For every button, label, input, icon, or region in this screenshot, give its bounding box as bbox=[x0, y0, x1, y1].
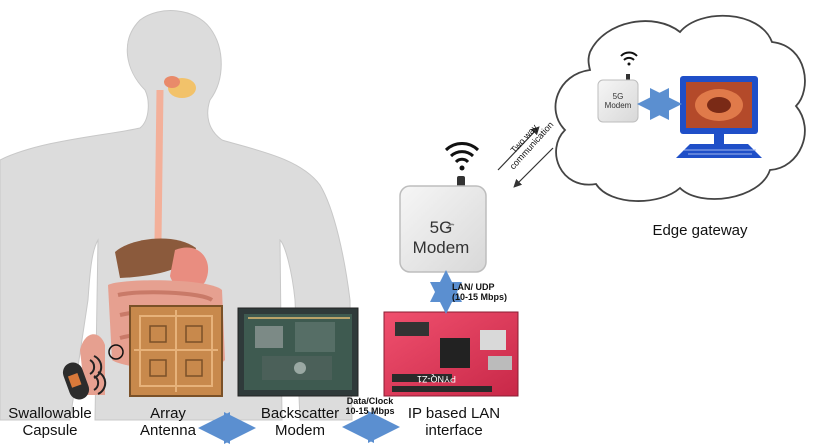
capsule-label: Swallowable Capsule bbox=[0, 405, 100, 440]
backscatter-label-line2: Modem bbox=[274, 422, 326, 440]
swallowable-capsule-image bbox=[62, 344, 124, 400]
lan-interface-label-line1: IP based LAN bbox=[407, 405, 501, 422]
arrow-downlink bbox=[513, 147, 554, 188]
computer-monitor-icon bbox=[676, 76, 762, 158]
backscatter-label-line1: Backscatter bbox=[260, 405, 340, 422]
5g-modem-large-line1: 5G bbox=[429, 218, 453, 237]
data-clock-label-line2: 10-15 Mbps bbox=[345, 406, 395, 417]
fpga-board-image: PYNQ-Z1 bbox=[383, 311, 519, 397]
antenna-label-line1: Array bbox=[150, 405, 186, 422]
wifi-icon bbox=[444, 142, 480, 171]
backscatter-label: Backscatter Modem bbox=[252, 405, 348, 440]
arrow-uplink bbox=[497, 126, 540, 171]
lan-udp-label: LAN/ UDP (10-15 Mbps) bbox=[452, 282, 522, 303]
lan-interface-label-line2: interface bbox=[425, 422, 483, 440]
edge-gateway-label: Edge gateway bbox=[652, 222, 748, 239]
lan-udp-label-line2: (10-15 Mbps) bbox=[452, 292, 508, 303]
array-antenna-image bbox=[129, 305, 223, 397]
fpga-board-text: PYNQ-Z1 bbox=[417, 374, 456, 384]
lan-udp-label-line1: LAN/ UDP bbox=[452, 282, 495, 292]
5g-modem-large-line2: Modem bbox=[412, 237, 470, 257]
capsule-label-line2: Capsule bbox=[22, 422, 78, 440]
5g-modem-small-line1: 5G bbox=[612, 92, 624, 101]
data-clock-label: Data/Clock 10-15 Mbps bbox=[340, 396, 400, 417]
lan-interface-label: IP based LAN interface bbox=[396, 405, 512, 440]
backscatter-modem-image bbox=[237, 307, 359, 397]
wifi-icon-small bbox=[620, 51, 638, 66]
5g-modem-large-text: 5G Modem bbox=[408, 218, 474, 257]
antenna-label: Array Antenna bbox=[128, 405, 208, 440]
5g-modem-small-line2: Modem bbox=[604, 101, 632, 111]
data-clock-label-line1: Data/Clock bbox=[346, 396, 394, 406]
capsule-label-line1: Swallowable bbox=[8, 405, 92, 422]
antenna-label-line2: Antenna bbox=[140, 422, 196, 440]
5g-modem-small-text: 5G Modem bbox=[600, 92, 636, 110]
